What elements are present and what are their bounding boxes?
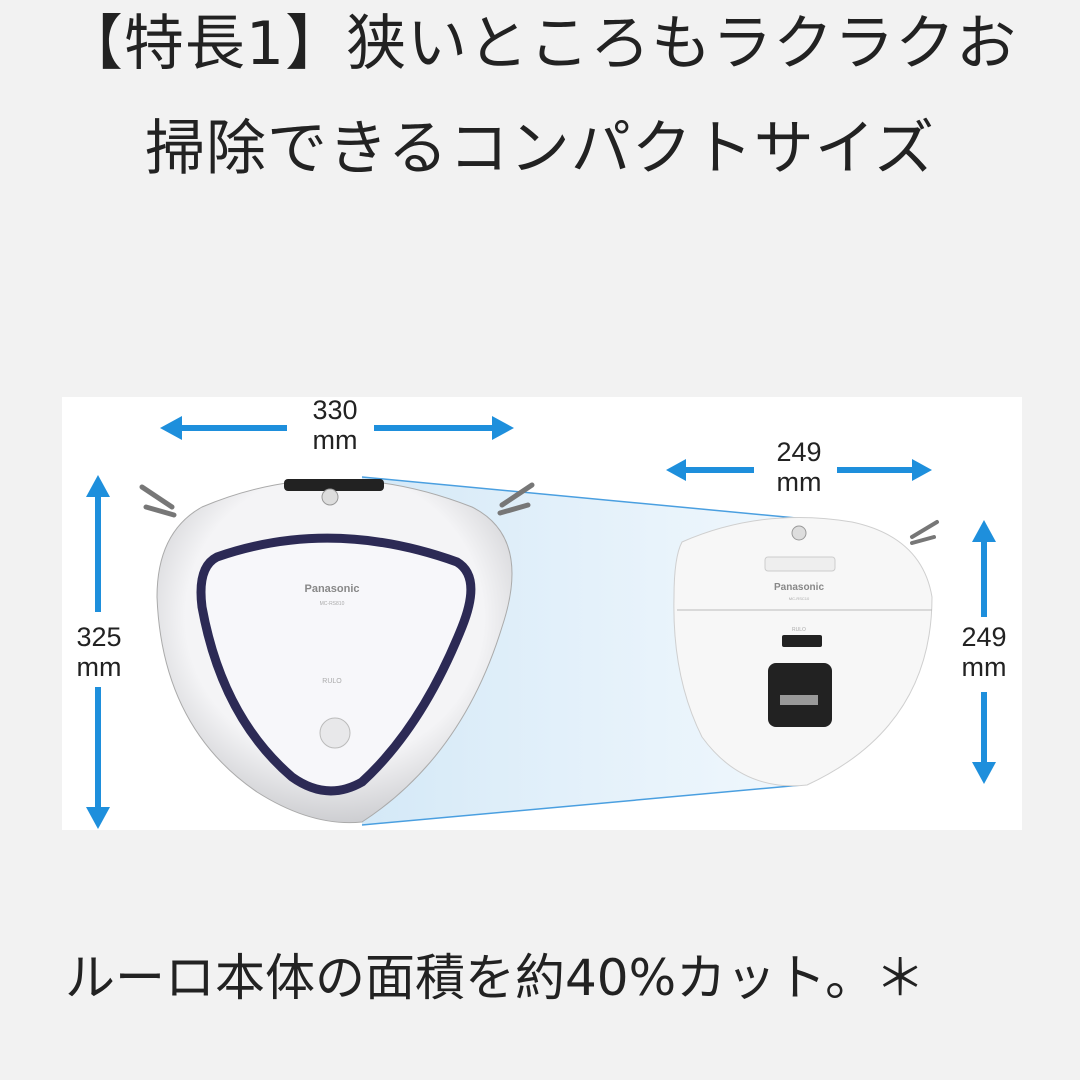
series-label-small: RULO xyxy=(792,627,806,633)
dimension-unit: mm xyxy=(961,652,1007,682)
model-label: MC-RS810 xyxy=(320,601,345,607)
dimension-unit: mm xyxy=(776,467,822,497)
description-text: ルーロ本体の面積を約40%カット。＊ xyxy=(65,949,926,1007)
size-comparison-image: Panasonic MC-RS810 RULO Panasonic MC-RSC… xyxy=(62,397,1022,830)
power-button-icon xyxy=(319,717,351,749)
panasonic-logo-small: Panasonic xyxy=(774,582,824,593)
dimension-arrows xyxy=(86,416,996,829)
panasonic-logo: Panasonic xyxy=(304,583,359,595)
robot-illustration: Panasonic MC-RS810 RULO Panasonic MC-RSC… xyxy=(86,416,996,829)
dimension-value: 249 xyxy=(961,622,1007,652)
dimension-value: 325 xyxy=(76,622,122,652)
model-label-small: MC-RSC10 xyxy=(789,596,810,601)
page-title: 【特長1】狭いところもラクラクお掃除できるコンパクトサイズ xyxy=(62,9,1018,184)
dimension-value: 249 xyxy=(776,437,822,467)
right-robot-body xyxy=(673,517,933,787)
dimension-unit: mm xyxy=(312,425,358,455)
dimension-value: 330 xyxy=(312,397,358,425)
series-label: RULO xyxy=(322,678,342,685)
dimension-unit: mm xyxy=(76,652,122,682)
